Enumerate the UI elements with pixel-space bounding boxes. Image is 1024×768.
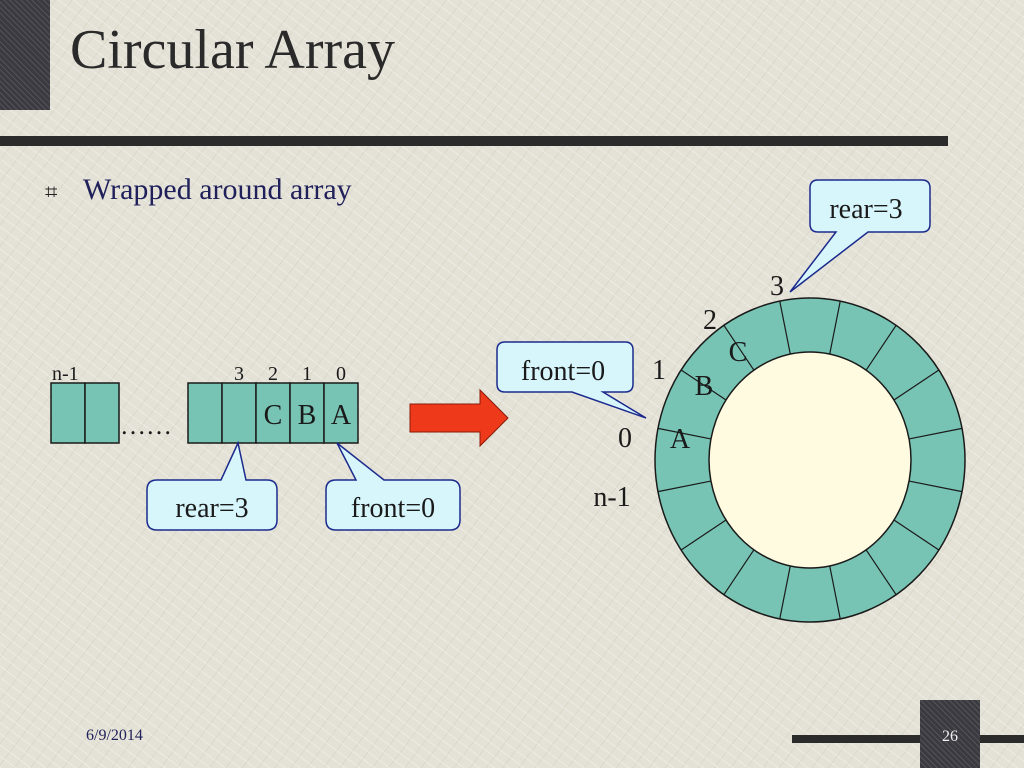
ring-cell-divider bbox=[723, 324, 755, 371]
ring-index-label-n-1: n-1 bbox=[593, 482, 630, 513]
linear-index-label-0: 0 bbox=[336, 363, 346, 385]
ring-index-label-1: 1 bbox=[652, 355, 666, 386]
array-cell-n-2 bbox=[84, 382, 120, 444]
footer-decoration bbox=[920, 700, 980, 768]
ring-cell-divider bbox=[657, 480, 712, 493]
ring-cell-divider bbox=[680, 519, 727, 551]
array-cell-1 bbox=[289, 382, 325, 444]
linear-ellipsis: …… bbox=[120, 411, 172, 440]
linear-front-label: front=0 bbox=[351, 493, 435, 524]
ring-index-label-3: 3 bbox=[770, 271, 784, 302]
ring-cell-divider bbox=[865, 549, 897, 596]
page-number: 26 bbox=[942, 728, 958, 745]
linear-rear-label: rear=3 bbox=[175, 493, 248, 524]
array-cell-n-1 bbox=[50, 382, 86, 444]
ring-cell-divider bbox=[865, 324, 897, 371]
ring-rear-label: rear=3 bbox=[829, 194, 902, 225]
array-cell-3 bbox=[221, 382, 257, 444]
ring-index-label-2: 2 bbox=[703, 305, 717, 336]
array-cell-0 bbox=[323, 382, 359, 444]
ring-cell-value-a: A bbox=[670, 424, 691, 455]
ring-front-label: front=0 bbox=[521, 356, 605, 387]
ring-cell-divider bbox=[893, 519, 940, 551]
footer-divider bbox=[792, 735, 1024, 743]
ring-cell-divider bbox=[893, 369, 940, 401]
ring-cell-value-c: C bbox=[729, 337, 748, 368]
linear-index-label-3: 3 bbox=[234, 363, 244, 385]
bullet-text: Wrapped around array bbox=[83, 173, 352, 206]
ring-cell-divider bbox=[829, 565, 841, 620]
ring-cell-divider bbox=[657, 427, 712, 440]
linear-cell-value-a: A bbox=[331, 400, 352, 431]
linear-index-label-1: 1 bbox=[302, 363, 312, 385]
linear-cell-value-c: C bbox=[264, 400, 283, 431]
linear-index-label-n-1: n-1 bbox=[52, 363, 79, 385]
transform-arrow-icon bbox=[409, 388, 509, 448]
footer-date: 6/9/2014 bbox=[86, 727, 143, 744]
linear-array bbox=[50, 382, 359, 444]
ring-index-label-0: 0 bbox=[618, 423, 632, 454]
corner-decoration bbox=[0, 0, 50, 110]
linear-cell-value-b: B bbox=[298, 400, 317, 431]
ring-cell-divider bbox=[779, 300, 791, 355]
bullet-icon: ⌗ bbox=[45, 179, 58, 204]
linear-rear-callout: rear=3 bbox=[146, 440, 278, 531]
ring-rear-callout: rear=3 bbox=[789, 179, 931, 293]
slide-title: Circular Array bbox=[70, 19, 395, 81]
array-cell-4 bbox=[187, 382, 223, 444]
linear-index-label-2: 2 bbox=[268, 363, 278, 385]
ring-cell-divider bbox=[829, 300, 841, 355]
ring-cell-value-b: B bbox=[695, 371, 714, 402]
ring-inner-circle bbox=[708, 351, 912, 569]
linear-front-callout: front=0 bbox=[325, 442, 461, 531]
ring-cell-divider bbox=[723, 549, 755, 596]
ring-cell-divider bbox=[680, 369, 727, 401]
ring-cell-divider bbox=[779, 565, 791, 620]
ring-cell-divider bbox=[908, 427, 963, 440]
title-divider bbox=[0, 136, 948, 146]
ring-front-callout: front=0 bbox=[496, 341, 647, 419]
ring-cell-divider bbox=[908, 480, 963, 493]
